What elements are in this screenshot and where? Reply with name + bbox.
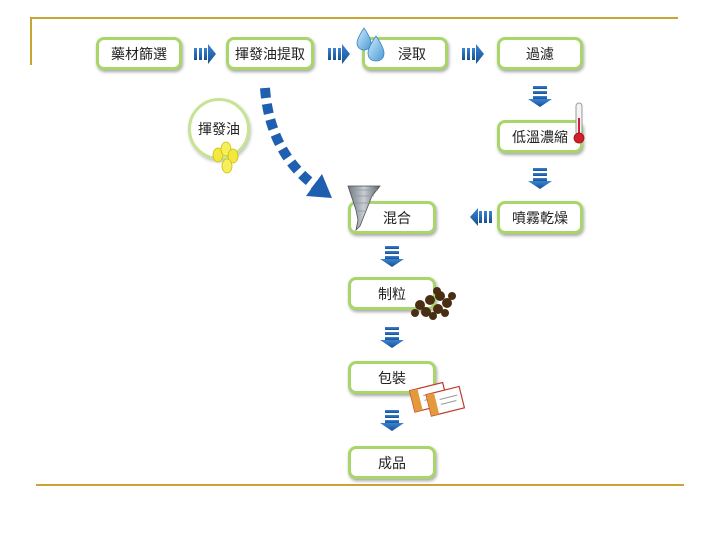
arrow-down-1 [528,86,552,107]
step-product-label: 成品 [378,455,406,472]
arrow-down-2 [528,168,552,189]
arrow-right-1 [194,44,216,64]
granules-icon [411,287,456,320]
volatile-oil-label: 揮發油 [198,122,240,138]
bottom-rule [36,484,684,486]
step-oil-extraction-label: 揮發油提取 [235,46,305,63]
step-filtering-label: 過濾 [526,46,554,63]
water-drops-icon [356,27,385,62]
step-mixing-label: 混合 [383,210,411,227]
arrow-down-5 [380,410,404,431]
curved-arrow [260,87,332,198]
arrow-left [470,208,492,226]
step-concentration: 低溫濃縮 [497,120,583,153]
top-rule [30,17,678,19]
step-oil-extraction: 揮發油提取 [226,37,314,70]
oil-drops-icon [212,141,239,174]
thermometer-icon [573,102,585,144]
step-packaging-label: 包裝 [378,370,406,387]
tornado-icon [347,185,381,232]
step-product: 成品 [348,446,436,479]
arrow-right-2 [328,44,350,64]
step-granulation-label: 制粒 [378,286,406,303]
step-spray-drying: 噴霧乾燥 [497,201,583,234]
left-rule [30,17,32,65]
packets-icon [408,381,466,417]
step-spray-drying-label: 噴霧乾燥 [512,210,568,227]
step-concentration-label: 低溫濃縮 [512,129,568,146]
step-filtering: 過濾 [497,37,583,70]
step-screening: 藥材篩選 [96,37,182,70]
arrow-right-3 [462,44,484,64]
step-soaking-label: 浸取 [398,46,426,63]
arrow-down-3 [380,246,404,267]
arrow-down-4 [380,327,404,348]
step-screening-label: 藥材篩選 [111,46,167,63]
